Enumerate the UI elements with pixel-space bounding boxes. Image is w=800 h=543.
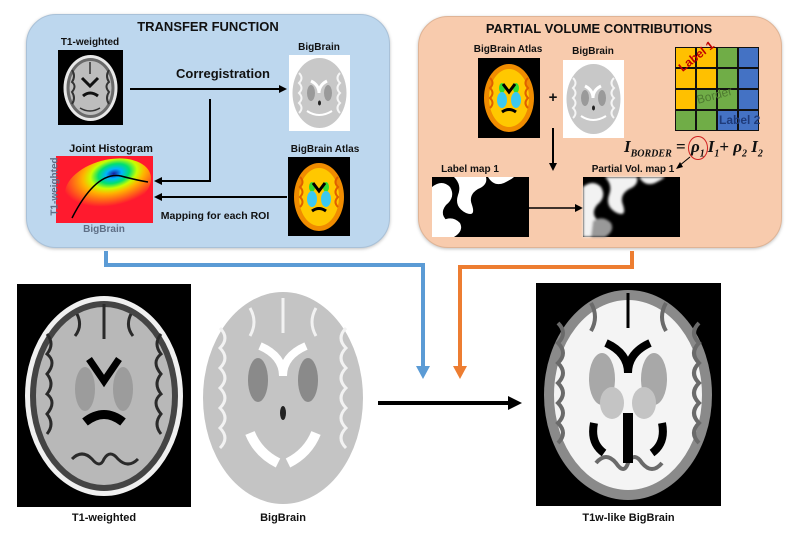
- partial-volume-title: PARTIAL VOLUME CONTRIBUTIONS: [485, 21, 713, 36]
- partial-volume-map-image: [583, 177, 680, 237]
- coregistration-arrowhead: [279, 85, 287, 93]
- plus-sign: +: [548, 89, 558, 106]
- orange-connector: [458, 251, 634, 368]
- formula-lhs: I: [624, 137, 631, 156]
- grid-cell-border: [717, 68, 738, 89]
- histogram-input-arrow: [160, 99, 211, 182]
- tf-atlas-image: [288, 157, 350, 236]
- pv-bigbrain-label: BigBrain: [572, 46, 614, 57]
- rho-pointer-arrowhead: [676, 162, 683, 169]
- grid-cell-label2: [738, 47, 759, 68]
- coregistration-label: Corregistration: [176, 66, 270, 81]
- formula-eq: =: [676, 137, 686, 156]
- pv-atlas-label: BigBrain Atlas: [473, 44, 543, 55]
- large-bigbrain-image: [200, 288, 366, 508]
- grid-cell-label1: [696, 68, 717, 89]
- grid-cell-border: [717, 89, 738, 110]
- grid-cell-label1: [675, 68, 696, 89]
- formula-i1-sub: 1: [714, 148, 720, 160]
- pv-atlas-image: [478, 58, 540, 138]
- grid-cell-label1: [675, 89, 696, 110]
- histogram-input-arrowhead: [154, 177, 162, 185]
- formula-i2: I: [751, 137, 758, 156]
- mapping-label: Mapping for each ROI: [160, 210, 270, 222]
- bottom-bigbrain-label: BigBrain: [260, 512, 306, 524]
- label-map-label: Label map 1: [441, 164, 499, 175]
- tf-bigbrain-image: [289, 55, 350, 131]
- joint-histogram: [56, 156, 153, 223]
- formula-rho2: ρ: [733, 137, 743, 156]
- histogram-xlabel: BigBrain: [83, 224, 125, 235]
- pv-bigbrain-image: [563, 60, 624, 138]
- formula-rho2-sub: 2: [742, 148, 748, 160]
- formula-i2-sub: 2: [757, 148, 763, 160]
- formula-i1: I: [707, 137, 715, 156]
- blue-connector: [104, 251, 425, 368]
- grid-cell-border: [675, 110, 696, 131]
- grid-cell-border: [717, 47, 738, 68]
- bottom-t1-label: T1-weighted: [71, 512, 137, 524]
- grid-label2-text: Label 2: [719, 113, 761, 127]
- grid-cell-label2: [717, 110, 738, 131]
- grid-cell-border: [696, 110, 717, 131]
- t1w-like-bigbrain-image: [536, 283, 721, 506]
- transfer-curve: [71, 174, 149, 219]
- transfer-function-title: TRANSFER FUNCTION: [137, 19, 279, 34]
- blue-connector-arrowhead: [416, 366, 430, 379]
- label-to-pv-arrowhead: [575, 204, 583, 212]
- grid-cell-label2: [738, 68, 759, 89]
- tf-bigbrain-label: BigBrain: [298, 42, 340, 53]
- label-map-image: [432, 177, 529, 237]
- formula-rho1-sub: 1: [699, 148, 705, 160]
- rho1-circled: ρ1: [687, 136, 708, 161]
- grid-cell-label2: [738, 110, 759, 131]
- grid-cell-label2: [738, 89, 759, 110]
- tf-t1-label: T1-weighted: [60, 37, 120, 48]
- grid-cell-label1: [696, 47, 717, 68]
- pv-map-label: Partial Vol. map 1: [591, 164, 675, 175]
- formula-plus: +: [719, 137, 730, 156]
- label-grid: [675, 47, 759, 131]
- histogram-title: Joint Histogram: [69, 143, 153, 155]
- formula-rho1: ρ: [690, 137, 700, 156]
- main-arrowhead: [508, 396, 522, 410]
- bottom-result-label: T1w-like BigBrain: [582, 512, 675, 524]
- large-t1-weighted-image: [17, 284, 191, 507]
- tf-atlas-label: BigBrain Atlas: [290, 144, 360, 155]
- orange-connector-arrowhead: [453, 366, 467, 379]
- formula-lhs-sub: BORDER: [630, 148, 672, 160]
- grid-cell-label1: [675, 47, 696, 68]
- mapping-arrowhead: [154, 193, 162, 201]
- tf-t1-weighted-image: [58, 50, 123, 125]
- down-arrowhead: [549, 163, 557, 171]
- grid-cell-border: [696, 89, 717, 110]
